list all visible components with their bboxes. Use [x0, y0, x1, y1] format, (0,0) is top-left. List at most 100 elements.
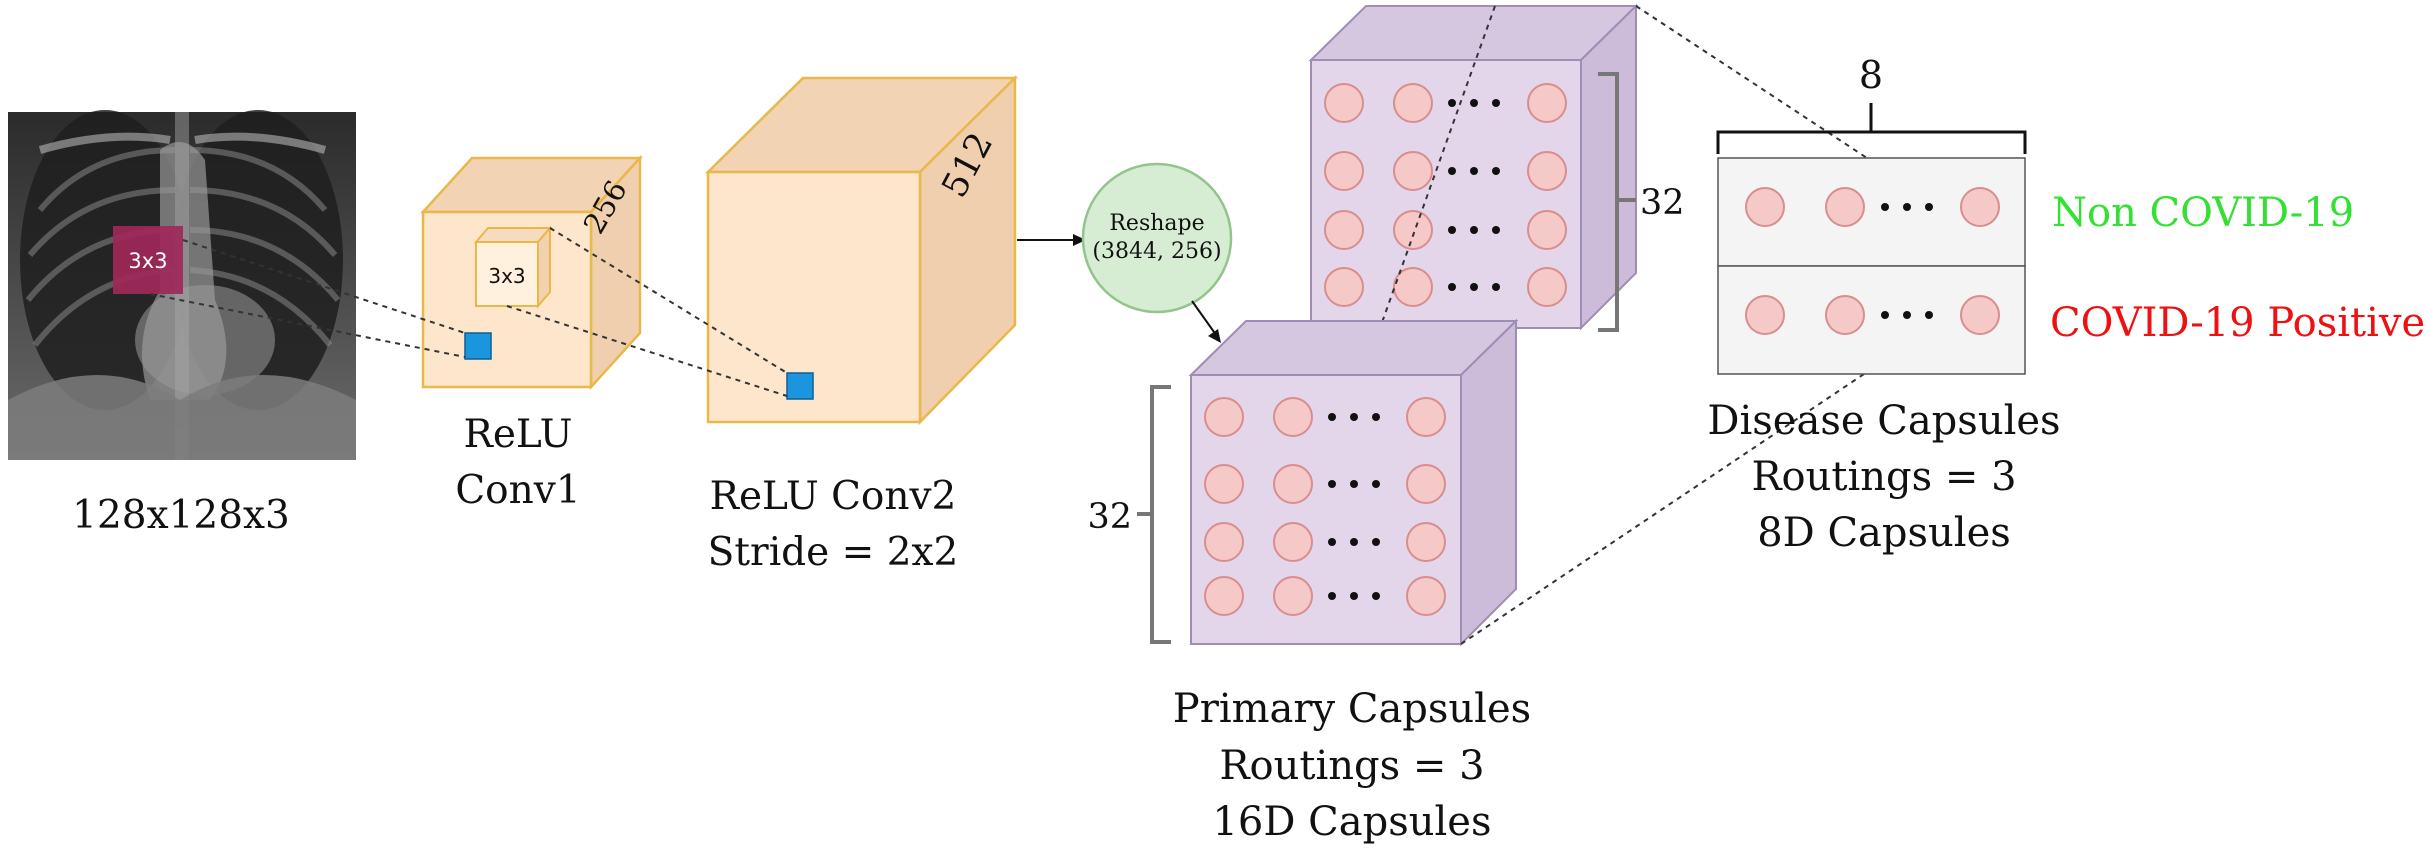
- capsule-circle: [1406, 576, 1446, 616]
- disease-capsule-circle: [1825, 187, 1865, 227]
- capsule-circle: [1406, 522, 1446, 562]
- disease-capsule-circles: [1745, 187, 2000, 335]
- capsule-circle: [1204, 464, 1244, 504]
- input-kernel-label: 3x3: [128, 249, 167, 273]
- ellipsis-dot: [1448, 99, 1456, 107]
- capsule-circle: [1527, 151, 1567, 191]
- back-capsule-grid: [1324, 83, 1567, 307]
- disease-capsule-circle: [1960, 187, 2000, 227]
- conv1-pixel: [464, 332, 492, 360]
- capsule-circle: [1324, 267, 1364, 307]
- capsule-circle: [1324, 151, 1364, 191]
- input-xray-image: [8, 110, 356, 460]
- capsule-circle: [1393, 210, 1433, 250]
- capsule-circle: [1324, 210, 1364, 250]
- disease-capsule-circle: [1825, 295, 1865, 335]
- capsule-circle: [1406, 464, 1446, 504]
- disease-capsule-circle: [1745, 187, 1785, 227]
- ellipsis-dot: [1372, 538, 1380, 546]
- conv1-name-line2: Conv1: [455, 468, 580, 513]
- input-size-label: 128x128x3: [72, 493, 290, 538]
- primary-capsules-routings: Routings = 3: [1219, 743, 1484, 789]
- conv2-name-line2: Stride = 2x2: [708, 530, 959, 575]
- ellipsis-dot: [1448, 167, 1456, 175]
- ellipsis-dot: [1470, 167, 1478, 175]
- ellipsis-dot: [1350, 538, 1358, 546]
- input-to-conv1-projection: [149, 239, 466, 358]
- ellipsis-dot: [1350, 413, 1358, 421]
- reshape-node: [1081, 162, 1233, 314]
- ellipsis-dot: [1328, 538, 1336, 546]
- capsule-circle: [1527, 83, 1567, 123]
- reshape-label-line2: (3844, 256): [1092, 239, 1221, 264]
- back-cube-bracket: [1598, 72, 1636, 332]
- ellipsis-dot: [1328, 413, 1336, 421]
- capsule-circle: [1527, 210, 1567, 250]
- reshape-label-line1: Reshape: [1109, 211, 1204, 236]
- ellipsis-dot: [1372, 413, 1380, 421]
- back-cube-count-label: 32: [1640, 183, 1685, 223]
- conv1-to-conv2-projection: [506, 227, 788, 397]
- ellipsis-dot: [1881, 311, 1889, 319]
- primary-capsules-dim: 16D Capsules: [1212, 799, 1491, 845]
- ellipsis-dot: [1328, 592, 1336, 600]
- ellipsis-dot: [1492, 167, 1500, 175]
- class-non-covid-label: Non COVID-19: [2052, 190, 2354, 236]
- ellipsis-dot: [1881, 203, 1889, 211]
- capsule-circle: [1273, 522, 1313, 562]
- class-covid-positive-label: COVID-19 Positive: [2050, 300, 2425, 346]
- ellipsis-dot: [1372, 592, 1380, 600]
- ellipsis-dot: [1448, 226, 1456, 234]
- disease-capsule-circle: [1745, 295, 1785, 335]
- ellipsis-dot: [1372, 480, 1380, 488]
- ellipsis-dot: [1470, 226, 1478, 234]
- ellipsis-dot: [1903, 203, 1911, 211]
- ellipsis-dot: [1448, 283, 1456, 291]
- capsule-circle: [1393, 267, 1433, 307]
- capsule-circle: [1393, 83, 1433, 123]
- ellipsis-dot: [1492, 283, 1500, 291]
- ellipsis-dot: [1903, 311, 1911, 319]
- capsule-circle: [1406, 397, 1446, 437]
- ellipsis-dot: [1492, 99, 1500, 107]
- capsule-circle: [1204, 522, 1244, 562]
- primary-to-disease-projection: [1460, 5, 1871, 645]
- conv2-name-line1: ReLU Conv2: [710, 474, 957, 519]
- disease-capsules-routings: Routings = 3: [1751, 454, 2016, 500]
- primary-capsules-title: Primary Capsules: [1173, 686, 1531, 732]
- disease-capsules-title: Disease Capsules: [1707, 398, 2060, 444]
- reshape-to-primary-arrow: [1191, 300, 1221, 343]
- ellipsis-dot: [1925, 203, 1933, 211]
- front-capsule-grid: [1204, 397, 1446, 616]
- input-kernel-patch: [113, 226, 183, 294]
- capsule-circle: [1324, 83, 1364, 123]
- disease-capsules-dim-bracket: [1716, 103, 2027, 154]
- ellipsis-dot: [1925, 311, 1933, 319]
- capsule-circle: [1204, 576, 1244, 616]
- front-cube-count-label: 32: [1087, 497, 1132, 537]
- ellipsis-dot: [1470, 99, 1478, 107]
- capsule-circle: [1527, 267, 1567, 307]
- capsule-circle: [1273, 576, 1313, 616]
- conv2-pixel: [786, 372, 814, 400]
- back-cube-diagonal: [1379, 5, 1496, 329]
- disease-capsules-dim-label: 8: [1859, 53, 1883, 97]
- capsule-circle: [1393, 151, 1433, 191]
- conv1-kernel-label: 3x3: [488, 264, 525, 288]
- capsule-circle: [1204, 397, 1244, 437]
- ellipsis-dot: [1492, 226, 1500, 234]
- ellipsis-dot: [1350, 480, 1358, 488]
- ellipsis-dot: [1328, 480, 1336, 488]
- disease-capsules-dim: 8D Capsules: [1757, 510, 2011, 556]
- conv2-to-reshape-arrow: [1017, 234, 1086, 246]
- capsule-circle: [1273, 464, 1313, 504]
- ellipsis-dot: [1470, 283, 1478, 291]
- ellipsis-dot: [1350, 592, 1358, 600]
- disease-capsule-circle: [1960, 295, 2000, 335]
- front-cube-bracket: [1137, 385, 1171, 644]
- capsule-circle: [1273, 397, 1313, 437]
- conv2-cube: [704, 75, 1019, 426]
- conv1-name-line1: ReLU: [463, 412, 572, 457]
